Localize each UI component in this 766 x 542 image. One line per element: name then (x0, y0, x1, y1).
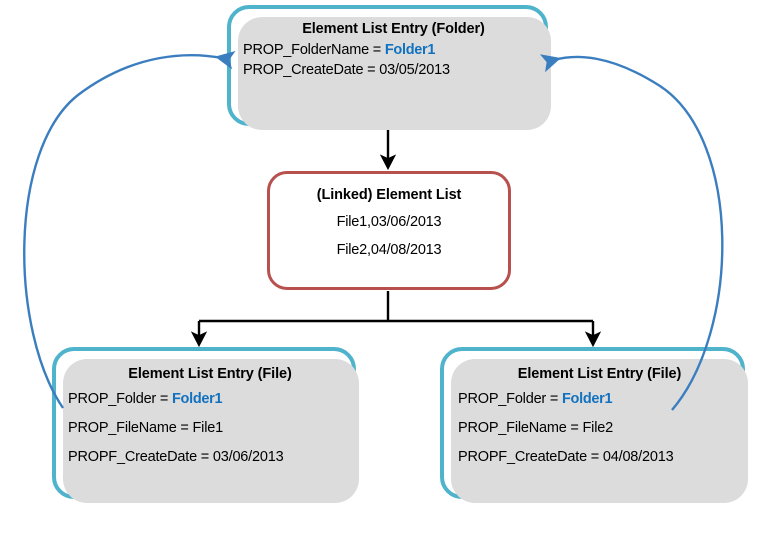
property-value-highlight: Folder1 (561, 391, 613, 407)
node-element-list-entry-file1[interactable]: Element List Entry (File) PROP_Folder = … (52, 347, 359, 503)
property-label: PROP_Folder = (458, 391, 562, 407)
property-row-filename: PROP_FileName = File1 (68, 420, 223, 436)
node-title: Element List Entry (File) (517, 366, 682, 382)
node-title: Element List Entry (Folder) (302, 21, 485, 37)
property-row-folder: PROP_Folder = Folder1 (458, 391, 613, 407)
node-element-list-entry-file2[interactable]: Element List Entry (File) PROP_Folder = … (440, 347, 748, 503)
property-row-createdate: PROPF_CreateDate = 03/06/2013 (68, 449, 284, 465)
property-value-highlight: Folder1 (171, 391, 223, 407)
property-label: PROP_Folder = (68, 391, 172, 407)
node-linked-element-list[interactable]: (Linked) Element List File1,03/06/2013 F… (267, 171, 511, 290)
list-item: File2,04/08/2013 (336, 242, 442, 258)
list-item: File1,03/06/2013 (336, 214, 442, 230)
node-title: Element List Entry (File) (128, 366, 292, 382)
property-row-foldername: PROP_FolderName = Folder1 (243, 42, 435, 58)
property-row-folder: PROP_Folder = Folder1 (68, 391, 223, 407)
property-value-highlight: Folder1 (384, 42, 436, 58)
property-row-filename: PROP_FileName = File2 (458, 420, 613, 436)
node-shadow (238, 17, 551, 130)
node-element-list-entry-folder[interactable]: Element List Entry (Folder) PROP_FolderN… (227, 5, 551, 130)
property-row-createdate: PROP_CreateDate = 03/05/2013 (243, 62, 450, 78)
node-title: (Linked) Element List (316, 187, 462, 203)
connector-linked-to-files (190, 291, 602, 348)
property-label: PROP_FolderName = (243, 42, 385, 58)
property-row-createdate: PROPF_CreateDate = 04/08/2013 (458, 449, 674, 465)
